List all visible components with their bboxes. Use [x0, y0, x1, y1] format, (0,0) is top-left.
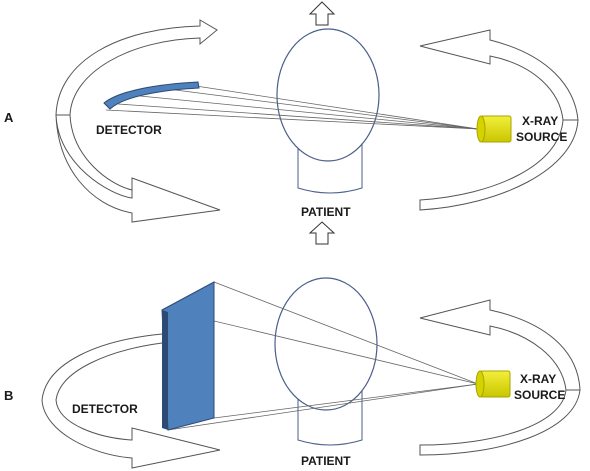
source-label-b-line1: X-RAY — [520, 372, 556, 386]
panel-a: A — [4, 1, 579, 245]
xray-cone — [167, 281, 479, 431]
rotation-arrow-left-b — [41, 333, 221, 469]
detector-arc — [103, 81, 200, 110]
rotation-arrow-top-right — [419, 29, 579, 121]
panel-b: B DETECTOR PATIENT X-RAY — [4, 277, 581, 469]
xray-source-b — [475, 370, 511, 398]
rotation-arrow-bottom-left — [55, 114, 221, 223]
source-label-b-line2: SOURCE — [514, 388, 565, 402]
arrow-up-bottom — [308, 221, 336, 245]
flat-panel-detector — [161, 281, 215, 431]
detector-label-a: DETECTOR — [96, 123, 162, 137]
xray-source — [476, 115, 512, 143]
arrow-up-top — [308, 1, 336, 26]
xray-beams — [105, 85, 479, 130]
patient-head — [276, 28, 380, 162]
rotation-arrow-bottom-right — [419, 119, 579, 211]
panel-a-letter: A — [4, 110, 14, 125]
rotation-arrow-bottom-right-b — [419, 389, 581, 456]
panel-b-letter: B — [4, 388, 13, 403]
patient-label-b: PATIENT — [301, 454, 351, 468]
patient-label-a: PATIENT — [301, 205, 351, 219]
patient-head-b — [274, 277, 378, 411]
rotation-arrow-top-left — [55, 19, 218, 116]
source-label-a-line1: X-RAY — [522, 114, 558, 128]
source-label-a-line2: SOURCE — [516, 130, 567, 144]
detector-label-b: DETECTOR — [72, 402, 138, 416]
